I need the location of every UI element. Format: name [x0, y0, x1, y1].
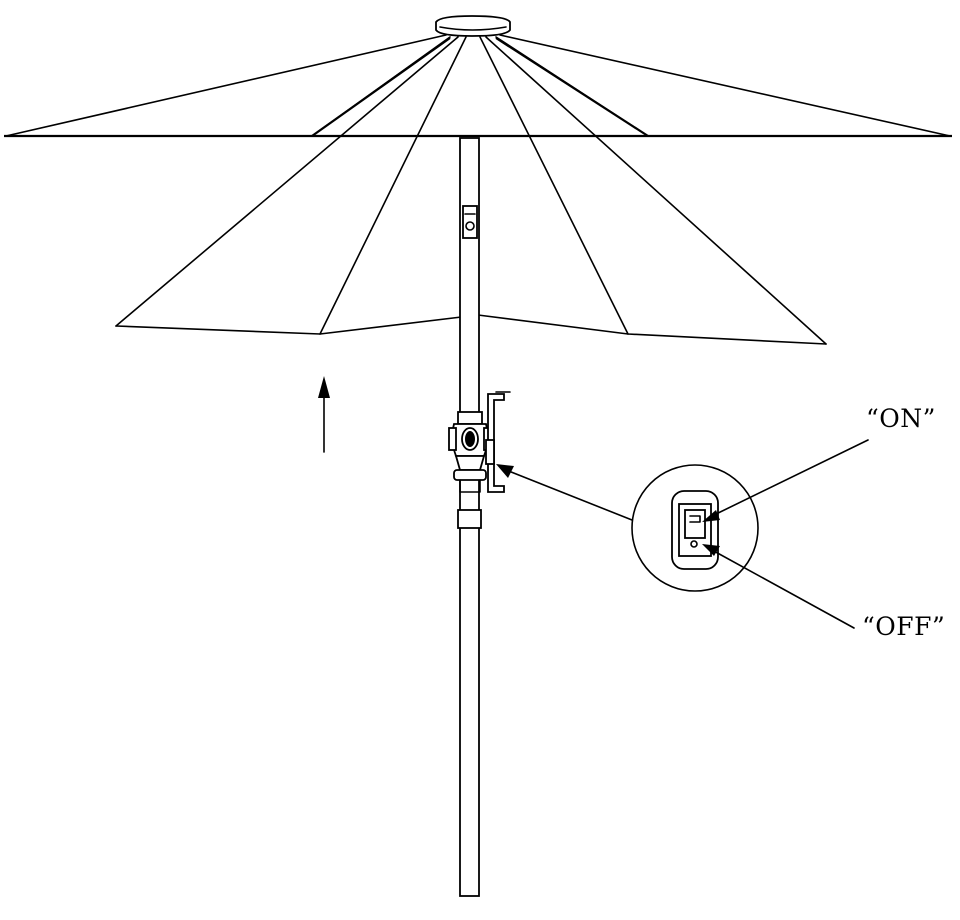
- solar-top-cap: [435, 15, 511, 37]
- on-label: “ON”: [866, 404, 936, 433]
- off-label: “OFF”: [862, 612, 946, 641]
- on-pointer: [702, 439, 869, 522]
- lower-canopy: [115, 36, 827, 345]
- crank-mechanism: [448, 391, 511, 493]
- upper-canopy: [4, 34, 952, 138]
- up-arrow: [318, 376, 330, 453]
- off-pointer: [702, 544, 855, 629]
- zoom-leader: [496, 464, 633, 521]
- umbrella-pole: [457, 137, 482, 897]
- switch-zoom-circle: [631, 464, 759, 592]
